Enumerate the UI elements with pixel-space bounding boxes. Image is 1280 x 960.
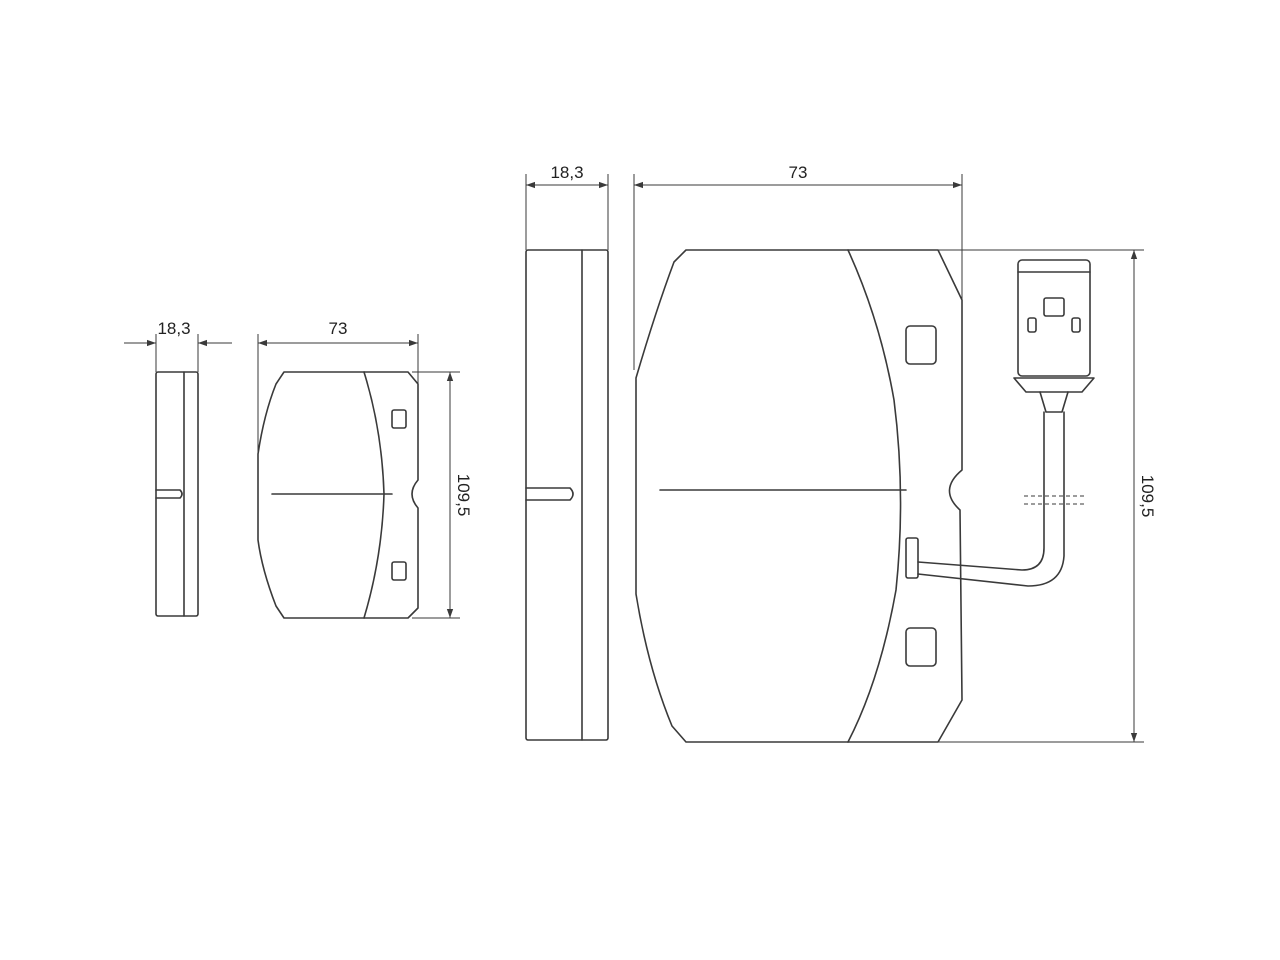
large-pad-front-view xyxy=(635,249,963,743)
large-width-dimension: 73 xyxy=(633,163,963,370)
large-height-label: 109,5 xyxy=(1138,475,1157,518)
wear-sensor xyxy=(905,259,1095,587)
large-height-dimension: 109,5 xyxy=(938,249,1157,743)
large-pad-lower-clip xyxy=(905,627,937,667)
small-pad-upper-clip xyxy=(391,409,407,429)
large-pad-side-view xyxy=(525,249,609,741)
large-thickness-dimension: 18,3 xyxy=(525,163,609,250)
small-pad-side-view xyxy=(155,371,199,617)
small-thickness-dimension: 18,3 xyxy=(124,319,232,372)
small-thickness-label: 18,3 xyxy=(157,319,190,338)
large-width-label: 73 xyxy=(789,163,808,182)
large-thickness-label: 18,3 xyxy=(550,163,583,182)
small-height-dimension: 109,5 xyxy=(412,371,473,619)
large-pad-upper-clip xyxy=(905,325,937,365)
small-pad-lower-clip xyxy=(391,561,407,581)
small-width-label: 73 xyxy=(329,319,348,338)
small-height-label: 109,5 xyxy=(454,474,473,517)
small-width-dimension: 73 xyxy=(257,319,419,454)
small-pad-front-view xyxy=(257,371,419,619)
